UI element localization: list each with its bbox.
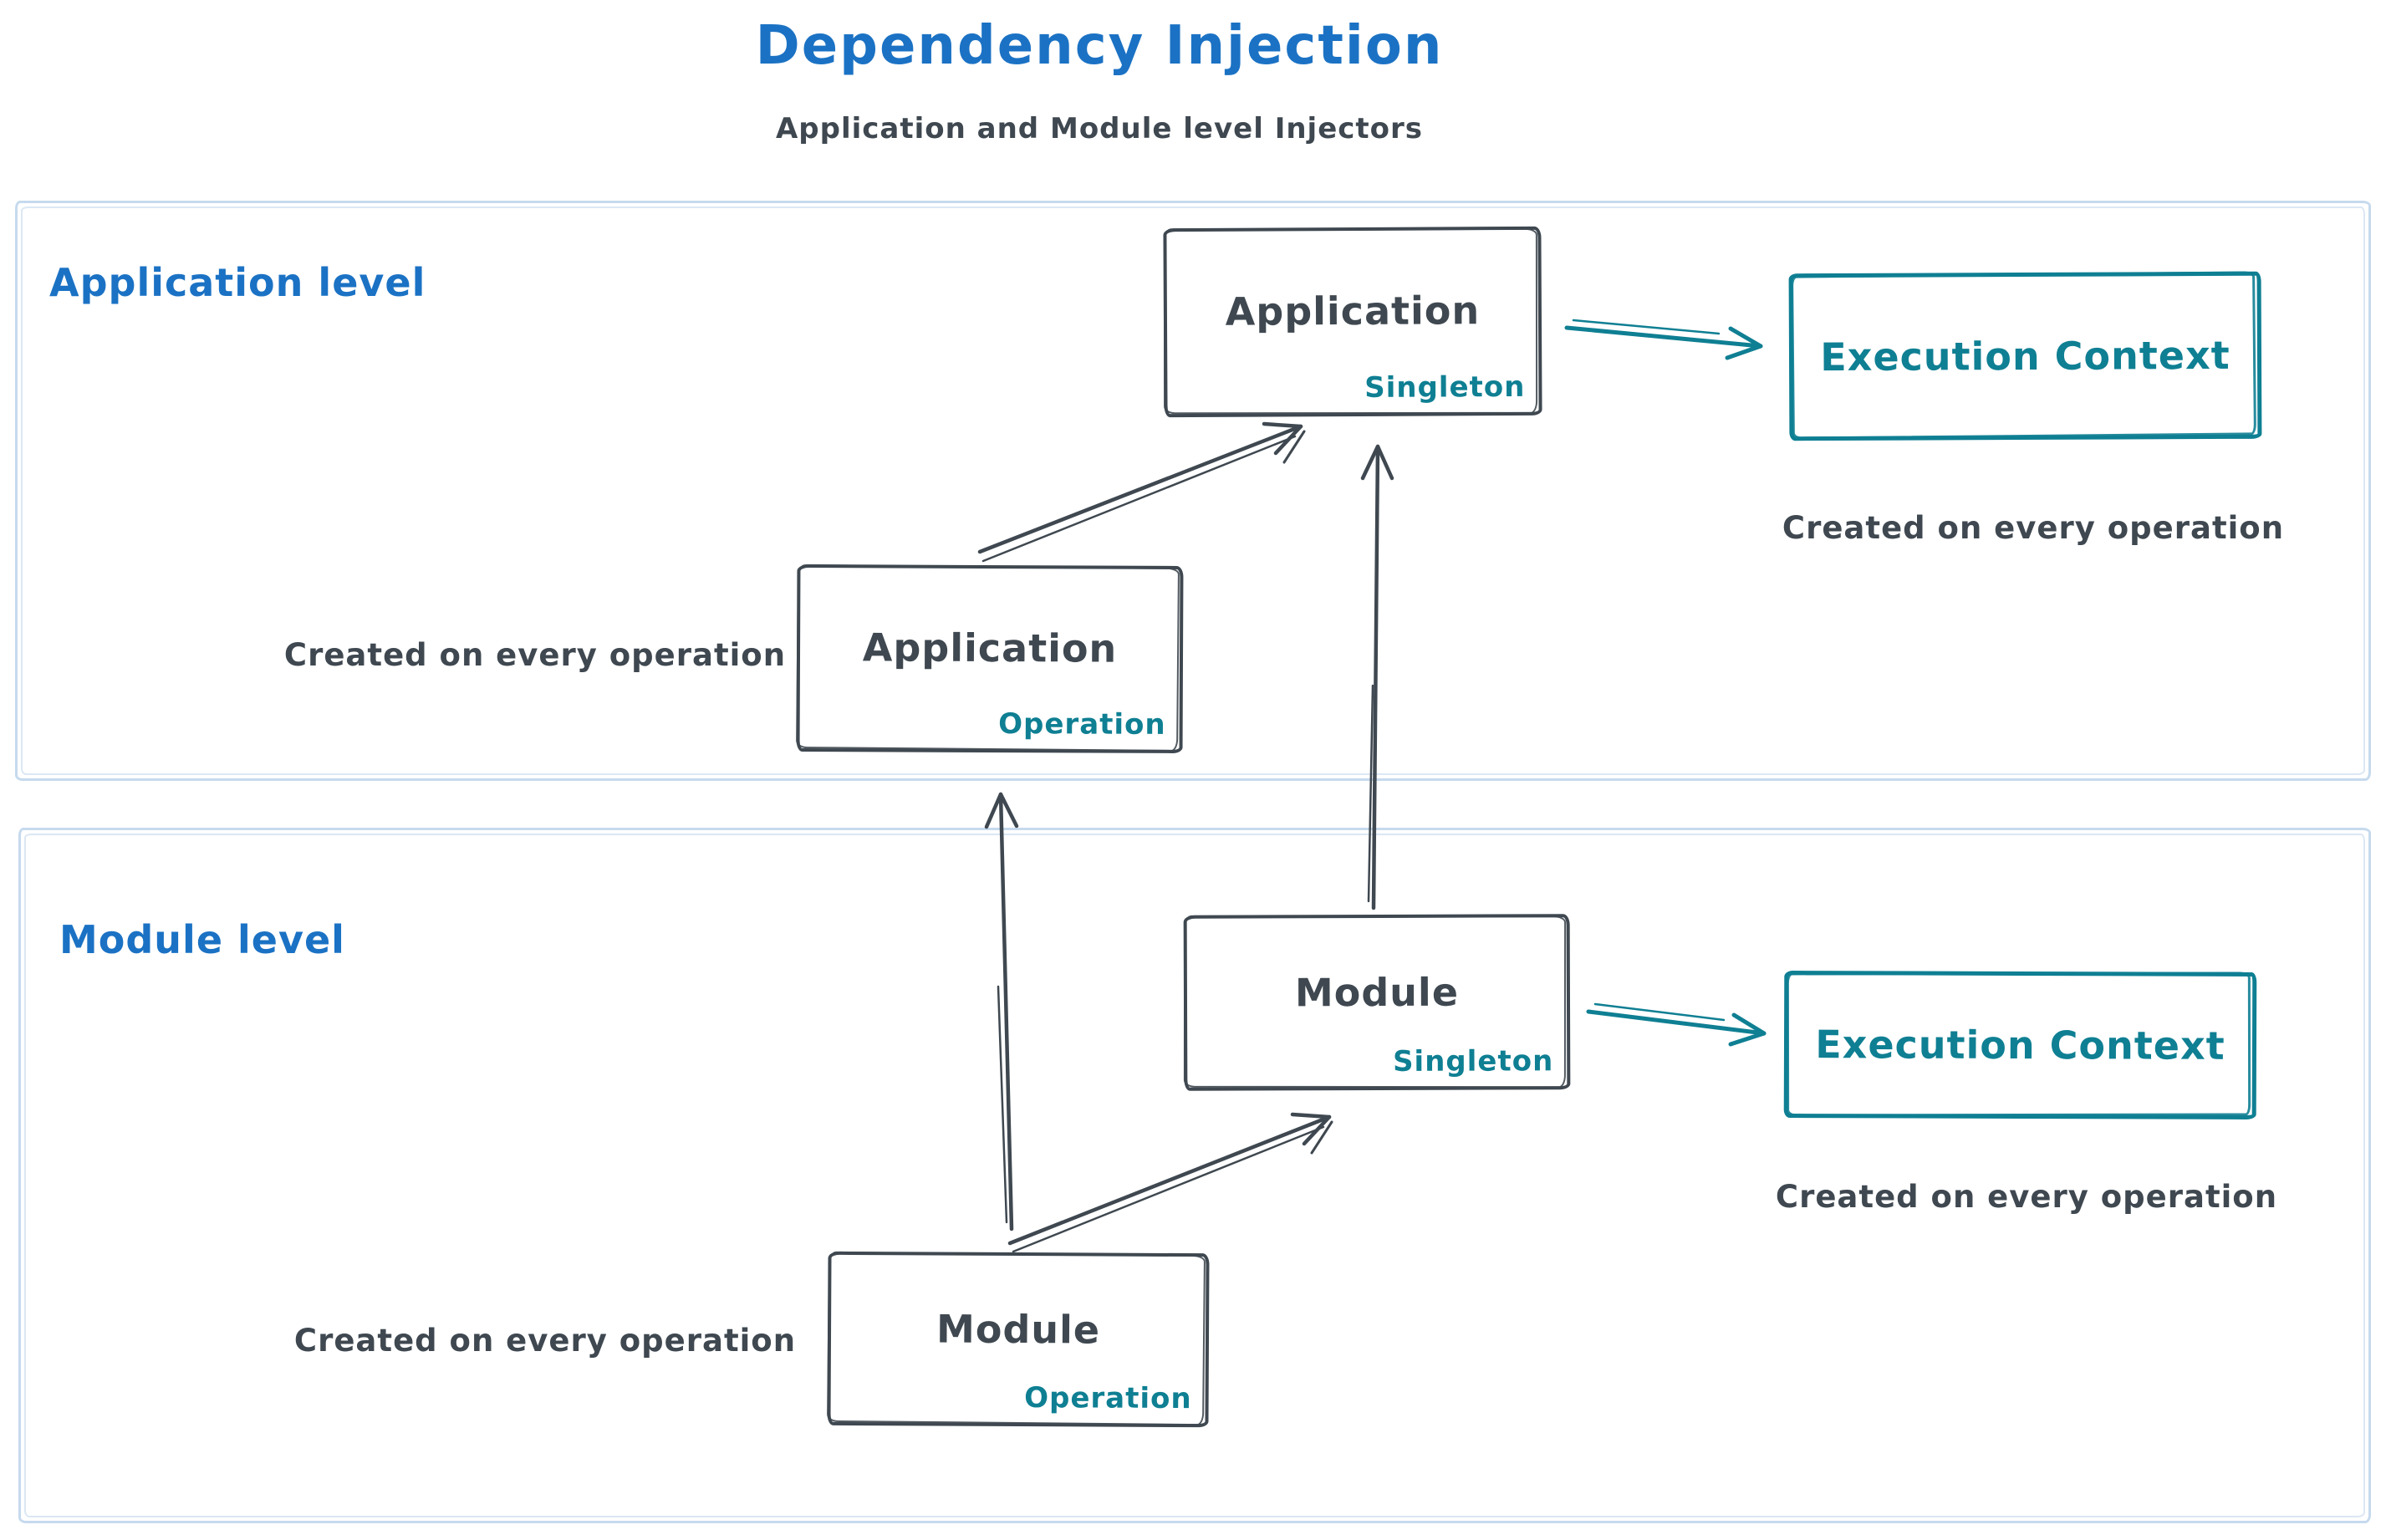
app-execution-context-label: Execution Context [1820,332,2231,380]
module-execution-context-node: Execution Context [1783,971,2257,1119]
application-level-label: Application level [49,260,426,305]
module-execution-context-caption: Created on every operation [1775,1179,2278,1215]
module-singleton-name: Module [1294,969,1460,1016]
module-singleton-scope: Singleton [1392,1044,1554,1079]
page-title: Dependency Injection [755,15,1444,77]
app-singleton-scope: Singleton [1364,370,1526,405]
app-singleton-node: Application Singleton [1163,226,1542,418]
module-operation-name: Module [936,1306,1101,1353]
module-singleton-node: Module Singleton [1183,914,1571,1091]
app-operation-name: Application [862,625,1118,671]
app-operation-node: Application Operation [796,563,1184,754]
app-execution-context-node: Execution Context [1788,271,2262,441]
module-level-container: Module level [18,828,2371,1523]
app-execution-context-caption: Created on every operation [1782,510,2285,546]
module-execution-context-label: Execution Context [1815,1022,2225,1068]
app-operation-caption: Created on every operation [283,637,787,673]
page-subtitle: Application and Module level Injectors [775,112,1424,145]
app-singleton-name: Application [1225,288,1481,334]
module-operation-caption: Created on every operation [293,1323,797,1359]
module-level-label: Module level [59,917,345,962]
app-operation-scope: Operation [998,707,1166,742]
module-operation-node: Module Operation [827,1251,1210,1428]
module-operation-scope: Operation [1024,1381,1192,1416]
application-level-container: Application level [15,201,2371,781]
